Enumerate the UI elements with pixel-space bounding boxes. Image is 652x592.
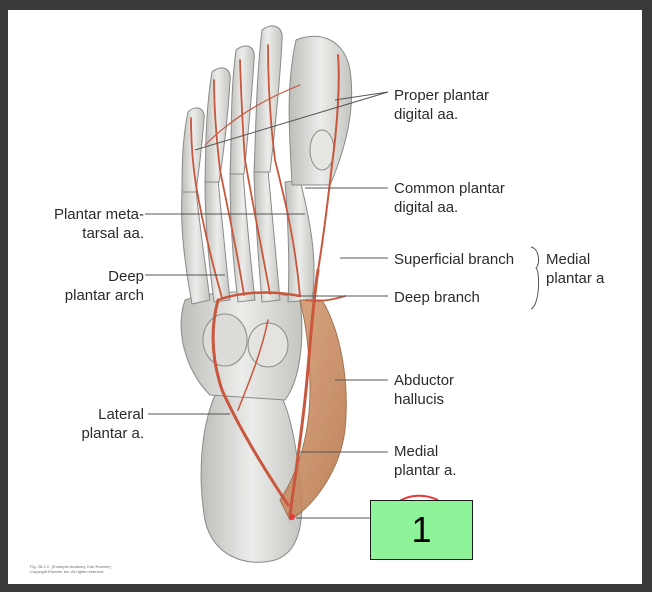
label-lateral-plantar: Lateral plantar a. [81, 406, 144, 442]
metatarsal-2 [253, 169, 281, 303]
toe-5 [181, 107, 205, 193]
copyright-note: Fig. 28.1 C. (Example Anatomy, Karl Roem… [30, 564, 112, 574]
label-abductor-hallucis: Abductor hallucis [394, 372, 455, 408]
toe-4 [204, 67, 231, 183]
cuboid-bone [202, 313, 248, 367]
common-digital-1 [267, 44, 301, 297]
heel-marker-dot [289, 514, 295, 520]
label-medial-plantar-group: Medial plantar a [546, 251, 605, 287]
leader-lines [145, 91, 540, 519]
plantar-arteries [190, 44, 346, 517]
calcaneus-bone [200, 394, 303, 563]
hallux-sesamoid [309, 129, 335, 171]
label-deep-branch: Deep branch [394, 289, 480, 306]
common-digital-3 [213, 79, 245, 296]
metatarsal-4 [204, 179, 231, 303]
label-deep-plantar-arch: Deep plantar arch [64, 268, 144, 304]
hallux-bones [288, 35, 353, 186]
deep-plantar-arch [216, 291, 302, 302]
label-medial-plantar: Medial plantar a. [394, 443, 457, 479]
superficial-branch [317, 54, 340, 271]
label-proper-plantar-digital: Proper plantar digital aa. [394, 87, 490, 123]
answer-box[interactable]: 1 [370, 500, 473, 560]
common-digital-2 [239, 59, 271, 295]
metatarsal-3 [229, 171, 256, 303]
medial-plantar-artery [288, 268, 320, 517]
arch-branch [237, 319, 269, 411]
common-digital-4 [190, 117, 223, 299]
label-superficial-branch: Superficial branch [394, 251, 515, 268]
lateral-plantar-artery [211, 298, 290, 507]
oblique-branch [204, 84, 301, 146]
navicular-bone [247, 322, 289, 368]
label-plantar-metatarsal: Plantar meta- tarsal aa. [53, 206, 144, 242]
label-common-plantar-digital: Common plantar digital aa. [394, 180, 505, 216]
deep-branch-artery [305, 295, 346, 302]
